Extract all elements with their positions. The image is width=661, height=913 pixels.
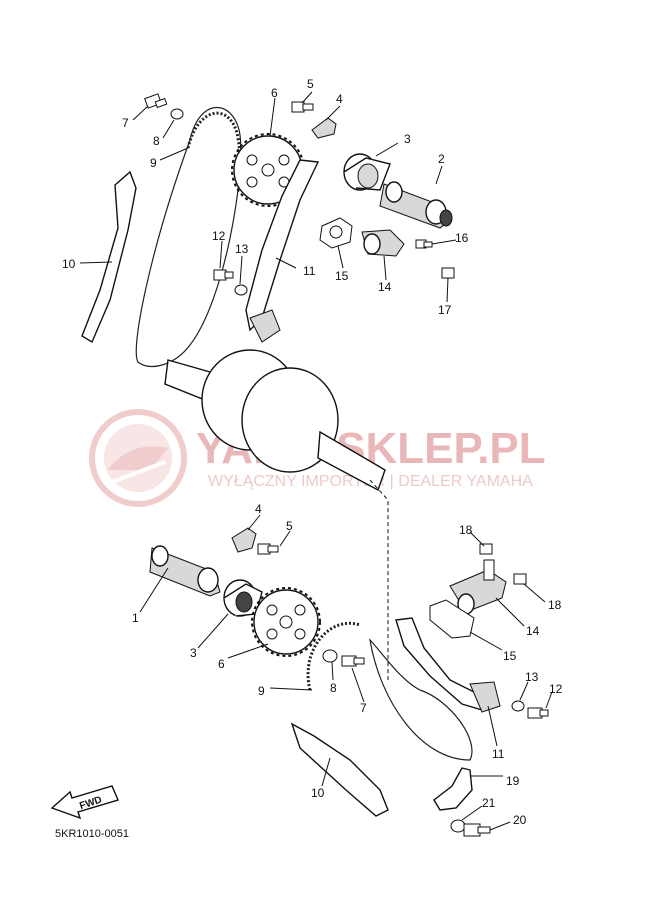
bot-chain-links xyxy=(306,621,361,691)
bot-guide-10 xyxy=(290,722,389,817)
callout-top-3: 3 xyxy=(404,132,411,146)
bot-tensioner-14 xyxy=(449,559,507,615)
top-bolt-17 xyxy=(441,267,455,279)
callout-bot-9: 9 xyxy=(258,684,265,698)
callout-top-7: 7 xyxy=(122,116,129,130)
callout-top-10: 10 xyxy=(62,257,76,271)
callout-bot-5: 5 xyxy=(286,519,293,533)
top-bolt-7 xyxy=(144,93,168,109)
top-camshaft-2 xyxy=(379,181,453,229)
callout-bot-18b: 18 xyxy=(548,598,562,612)
callout-bot-13: 13 xyxy=(525,670,539,684)
bottom-assembly xyxy=(149,527,549,837)
bot-washer-13 xyxy=(511,700,525,712)
callout-top-17: 17 xyxy=(438,303,452,317)
top-gasket-hole xyxy=(329,225,343,239)
top-guide-mount xyxy=(249,309,281,343)
callout-bot-6: 6 xyxy=(218,657,225,671)
bot-bolt-18b xyxy=(513,573,527,585)
callout-top-11: 11 xyxy=(303,264,316,278)
bot-bolt-12 xyxy=(527,707,549,719)
callout-bot-19: 19 xyxy=(506,774,520,788)
callout-bot-4: 4 xyxy=(255,502,262,516)
callout-top-5: 5 xyxy=(307,77,314,91)
callout-top-6: 6 xyxy=(271,86,278,100)
callout-bot-20: 20 xyxy=(513,813,527,827)
bot-washer-21 xyxy=(450,819,466,833)
bot-bolt-18a xyxy=(479,543,493,555)
bot-bolt-7 xyxy=(341,655,365,667)
leader-lines xyxy=(79,91,553,831)
callout-bot-3: 3 xyxy=(190,646,197,660)
top-plate-4 xyxy=(311,117,337,139)
bot-guide-mount xyxy=(469,681,501,713)
bot-bolt-5 xyxy=(257,543,279,555)
callout-bot-7: 7 xyxy=(360,701,367,715)
crankshaft xyxy=(164,349,473,761)
callout-top-9: 9 xyxy=(150,156,157,170)
top-tensioner-14 xyxy=(361,229,405,257)
bot-washer-8 xyxy=(322,649,338,663)
callout-bot-1: 1 xyxy=(132,611,139,625)
top-washer-13 xyxy=(234,284,248,296)
callout-top-12: 12 xyxy=(212,229,226,243)
callouts-bottom: 4 5 1 3 6 9 8 7 18 18 14 15 13 12 11 19 … xyxy=(132,502,563,827)
callouts-top: 7 8 9 6 5 4 3 2 10 12 13 11 15 16 14 17 xyxy=(62,77,469,317)
callout-bot-14: 14 xyxy=(526,624,540,638)
callout-bot-21: 21 xyxy=(482,796,496,810)
callout-bot-18a: 18 xyxy=(459,523,473,537)
top-collar-3 xyxy=(343,153,391,191)
bot-gasket-15 xyxy=(429,599,475,639)
top-bolt-5 xyxy=(291,101,314,113)
top-assembly xyxy=(81,93,455,368)
callout-bot-12: 12 xyxy=(549,682,563,696)
top-bolt-12 xyxy=(213,269,234,281)
top-chain-guide-10 xyxy=(81,170,137,344)
diagram-code: 5KR1010-0051 xyxy=(55,828,129,840)
top-washer-8 xyxy=(170,108,184,120)
callout-top-15: 15 xyxy=(335,269,349,283)
callout-bot-15: 15 xyxy=(503,649,517,663)
fwd-arrow-icon: FWD xyxy=(50,785,119,820)
callout-bot-8: 8 xyxy=(330,681,337,695)
crank-chain-lower xyxy=(369,638,473,761)
bot-collar-3 xyxy=(223,579,263,617)
bot-camshaft-1 xyxy=(149,545,221,597)
callout-bot-10: 10 xyxy=(311,786,325,800)
top-cam-chain xyxy=(135,107,242,368)
bot-plate-4 xyxy=(231,527,257,553)
watermark-logo-icon xyxy=(89,409,187,507)
callout-top-14: 14 xyxy=(378,280,392,294)
callout-top-16: 16 xyxy=(455,231,469,245)
top-bolt-16 xyxy=(415,239,433,249)
bot-sprocket xyxy=(251,587,321,657)
bot-bolt-20 xyxy=(463,823,491,837)
callout-top-8: 8 xyxy=(153,134,160,148)
callout-bot-11: 11 xyxy=(492,747,505,761)
bot-bracket-19 xyxy=(433,767,473,811)
callout-top-2: 2 xyxy=(438,152,445,166)
callout-top-13: 13 xyxy=(235,242,249,256)
callout-top-4: 4 xyxy=(336,92,343,106)
